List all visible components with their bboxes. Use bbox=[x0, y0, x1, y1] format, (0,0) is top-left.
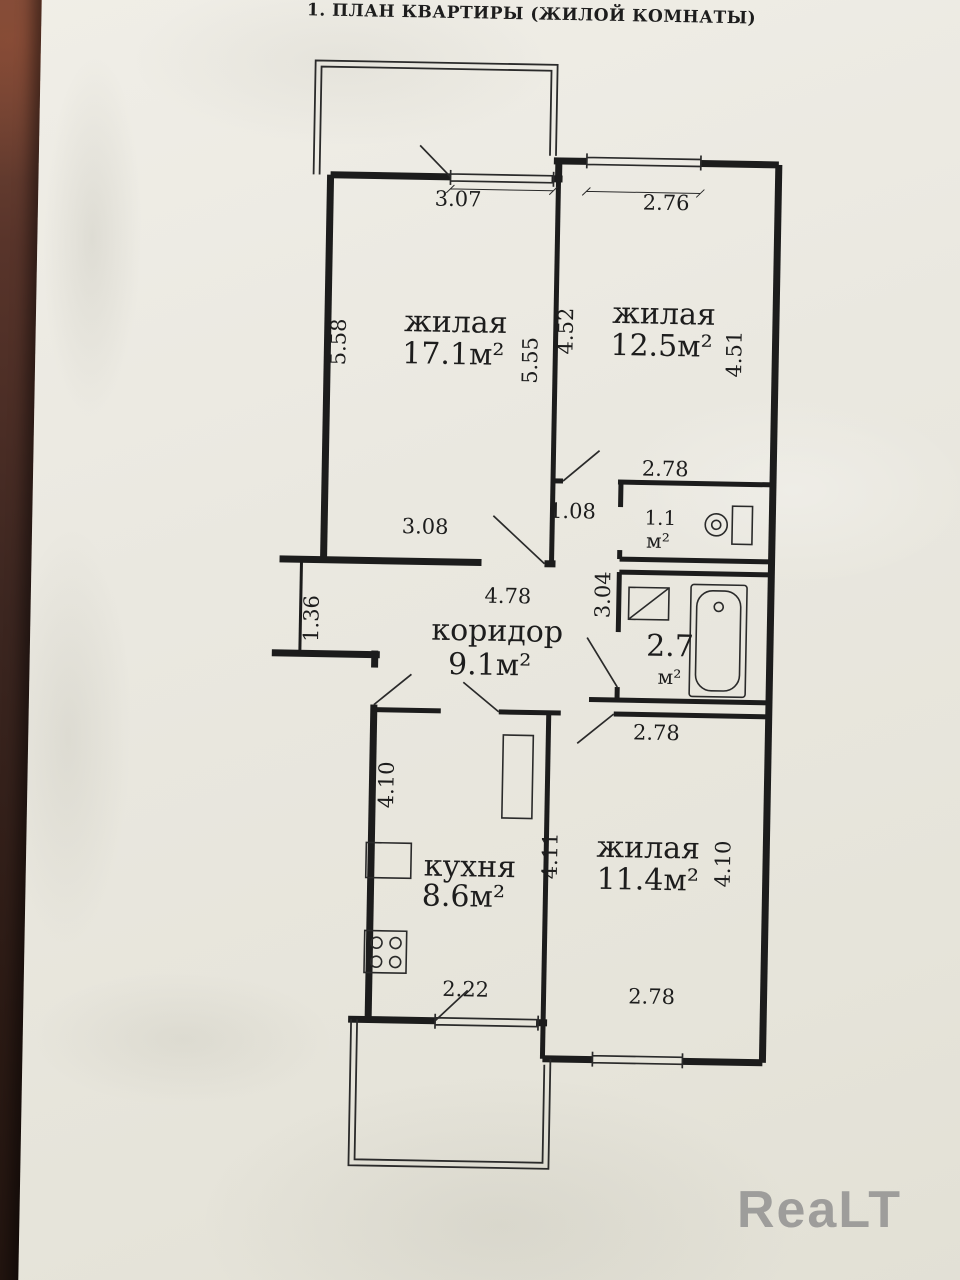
dim-5-58: 5.58 bbox=[326, 318, 351, 365]
wall-bath-top bbox=[619, 569, 772, 578]
corridor-label: коридор bbox=[431, 613, 563, 650]
wall-room1-left bbox=[320, 174, 335, 557]
wall-wc-left bbox=[617, 482, 624, 560]
dim-4-51: 4.51 bbox=[722, 331, 747, 378]
wall-bath-left bbox=[614, 572, 622, 701]
sink-icon bbox=[627, 586, 670, 621]
dim-3-07: 3.07 bbox=[435, 187, 482, 212]
door-bath bbox=[586, 637, 618, 688]
dim-3-08: 3.08 bbox=[402, 514, 449, 539]
dim-4-52: 4.52 bbox=[553, 307, 578, 354]
stove-icon bbox=[363, 929, 408, 975]
door-entrance bbox=[373, 673, 412, 706]
dim-4-10-room3: 4.10 bbox=[711, 840, 736, 887]
dim-1-08: 1.08 bbox=[549, 499, 596, 524]
wall-room3-bottom bbox=[542, 1055, 763, 1067]
wall-kitchen-room3-top bbox=[373, 707, 769, 720]
wc-area-unit: м² bbox=[646, 529, 670, 553]
door-balcony-top bbox=[419, 144, 452, 178]
kitchen-counter bbox=[364, 841, 413, 880]
floor-plan: 1. ПЛАН КВАРТИРЫ (ЖИЛОЙ КОМНАТЫ) bbox=[271, 0, 783, 1170]
page-title: 1. ПЛАН КВАРТИРЫ (ЖИЛОЙ КОМНАТЫ) bbox=[307, 0, 757, 28]
corridor-area: 9.1м² bbox=[448, 647, 532, 684]
door-swings bbox=[373, 144, 618, 1022]
room1-label: жилая bbox=[404, 304, 508, 341]
door-room1 bbox=[492, 515, 546, 565]
wall-wc-bottom bbox=[619, 556, 772, 565]
wall-kitchen-left bbox=[364, 704, 378, 1020]
kitchen-area: 8.6м² bbox=[422, 879, 506, 916]
balcony-top-outline bbox=[312, 59, 559, 175]
window-kitchen bbox=[434, 1013, 540, 1031]
realt-watermark: ReaLT bbox=[736, 1181, 902, 1239]
wall-room-divider bbox=[548, 157, 562, 564]
door-balcony-bottom bbox=[434, 989, 469, 1022]
wall-vestibule-left bbox=[298, 559, 304, 654]
cupboard bbox=[501, 734, 535, 820]
bath-area-value: 2.7 bbox=[646, 629, 694, 665]
dim-2-78-room3-top: 2.78 bbox=[633, 720, 680, 745]
dim-line-room2-window bbox=[581, 187, 705, 198]
door-room3 bbox=[576, 713, 615, 745]
dim-2-78-wc: 2.78 bbox=[642, 456, 689, 481]
dimension-labels: 3.07 2.76 5.58 5.55 4.52 4.51 2.78 1.08 … bbox=[299, 187, 747, 1010]
kitchen-label: кухня bbox=[423, 849, 516, 886]
window-room3 bbox=[591, 1051, 684, 1069]
wall-wc-top bbox=[552, 478, 774, 488]
door-room2 bbox=[562, 450, 601, 482]
window-room1 bbox=[449, 169, 555, 187]
toilet-icon bbox=[704, 505, 754, 546]
balcony-bottom-outline bbox=[347, 1019, 552, 1170]
bathtub-icon bbox=[688, 583, 748, 699]
balconies bbox=[312, 59, 559, 1170]
room2-label: жилая bbox=[612, 296, 716, 333]
wc-area-value: 1.1 bbox=[644, 506, 676, 531]
paper-sheet: 1. ПЛАН КВАРТИРЫ (ЖИЛОЙ КОМНАТЫ) bbox=[17, 0, 960, 1280]
room3-label: жилая bbox=[596, 830, 700, 867]
dim-2-78-room3-bottom: 2.78 bbox=[628, 984, 675, 1009]
dim-5-55: 5.55 bbox=[518, 337, 543, 384]
fixtures bbox=[363, 505, 754, 975]
dim-1-36: 1.36 bbox=[299, 595, 324, 642]
dim-4-78: 4.78 bbox=[484, 584, 531, 609]
wall-right bbox=[758, 164, 783, 1063]
dim-2-22: 2.22 bbox=[442, 977, 489, 1002]
thin-walls bbox=[298, 559, 304, 654]
room3-area: 11.4м² bbox=[596, 862, 699, 899]
dim-4-11: 4.11 bbox=[538, 832, 563, 879]
room2-area: 12.5м² bbox=[610, 328, 713, 365]
windows bbox=[434, 153, 702, 1069]
interior-walls bbox=[373, 157, 774, 1059]
wall-kitchen-room3-divider bbox=[539, 712, 552, 1059]
wall-bath-bottom bbox=[588, 697, 770, 706]
wall-vestibule bbox=[271, 649, 380, 668]
wall-corridor-top bbox=[279, 555, 556, 568]
dim-4-10-kitchen: 4.10 bbox=[374, 761, 399, 808]
room1-area: 17.1м² bbox=[402, 336, 505, 373]
dimension-ticks bbox=[445, 184, 705, 198]
room-labels: жилая 17.1м² жилая 12.5м² коридор 9.1м² … bbox=[402, 296, 716, 916]
bath-area-unit: м² bbox=[657, 665, 681, 689]
window-room2 bbox=[585, 153, 702, 171]
door-kitchen bbox=[462, 681, 500, 713]
dim-2-76: 2.76 bbox=[643, 190, 690, 215]
dim-line-room1-window bbox=[445, 184, 558, 196]
dim-3-04: 3.04 bbox=[591, 571, 616, 618]
